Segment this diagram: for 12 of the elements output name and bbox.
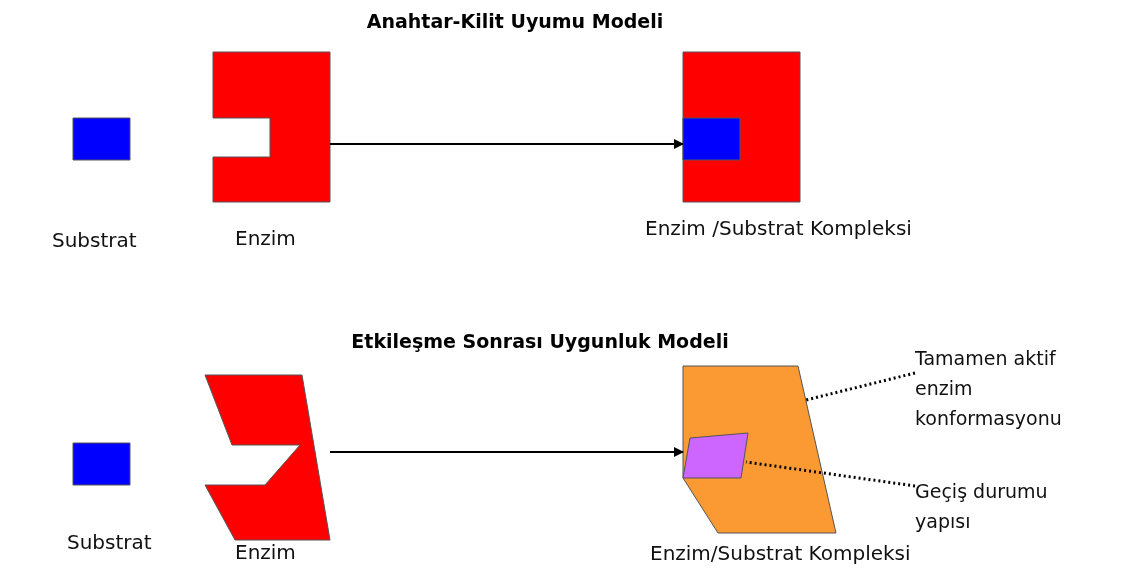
leader-line — [805, 371, 916, 402]
arrow — [329, 139, 684, 149]
section-heading: Etkileşme Sonrası Uygunluk Modeli — [350, 330, 730, 352]
arrow — [329, 447, 684, 457]
leader-line — [745, 460, 916, 488]
shape-label: Enzim — [235, 540, 296, 564]
shape-label: Enzim/Substrat Kompleksi — [650, 541, 911, 565]
shape-label: Enzim — [235, 226, 296, 250]
diagram-title: Anahtar-Kilit Uyumu Modeli — [365, 10, 665, 32]
shape-label: Substrat — [67, 530, 152, 554]
shape-label: Substrat — [52, 228, 137, 252]
shape-label: Enzim /Substrat Kompleksi — [645, 216, 912, 240]
